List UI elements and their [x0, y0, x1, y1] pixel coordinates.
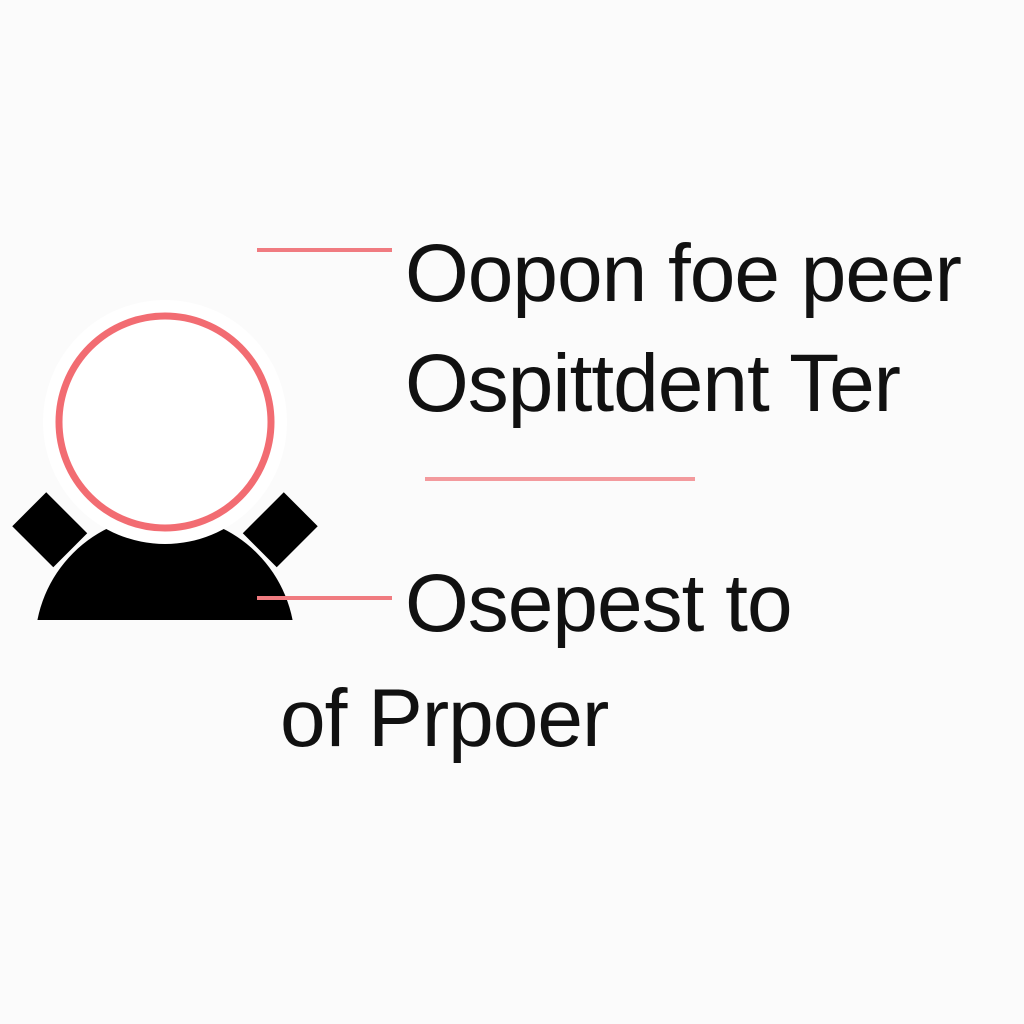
gear-tooth-diagonal-1	[242, 492, 318, 568]
gear-center	[66, 323, 264, 521]
diagram-text-line-4: of Prpoer	[280, 673, 609, 764]
gear-body	[37, 515, 293, 620]
gear-icon	[0, 225, 350, 620]
divider-line	[425, 477, 695, 481]
bottom-connector-line	[257, 596, 392, 600]
diagram-text-line-2: Ospittdent Ter	[405, 338, 901, 429]
diagram-text-line-3: Osepest to	[405, 558, 793, 649]
gear-ring-inner	[55, 312, 275, 532]
diagram-text-line-1: Oopon foe peer	[405, 228, 962, 319]
top-connector-line	[257, 248, 392, 252]
gear-tooth-diagonal-3	[12, 492, 88, 568]
